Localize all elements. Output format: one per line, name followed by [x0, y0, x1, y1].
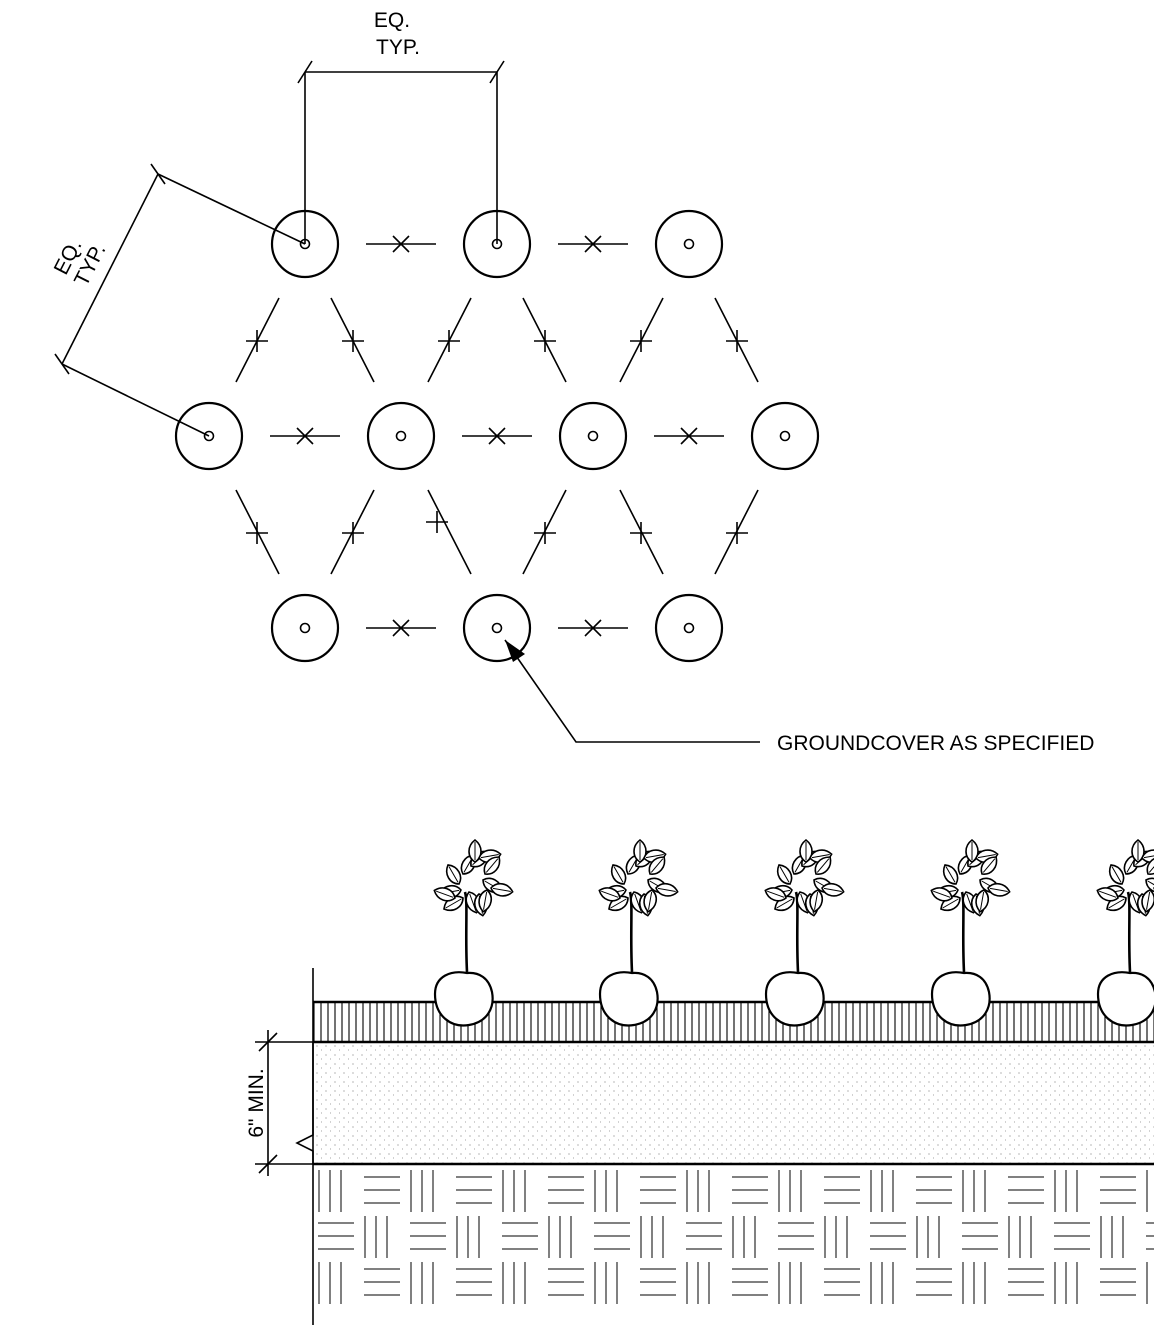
spacing-mark — [426, 489, 472, 575]
spacing-mark — [366, 619, 436, 637]
spacing-mark — [235, 489, 280, 575]
section-plant — [1095, 840, 1154, 1027]
leader-arrowhead — [505, 640, 525, 662]
break-line — [295, 1042, 314, 1164]
spacing-mark — [330, 489, 375, 575]
spacing-mark — [619, 489, 664, 575]
depth-dimension — [255, 1030, 313, 1176]
plant-symbol — [366, 401, 436, 471]
plant-symbol — [654, 209, 724, 279]
plant-symbol — [174, 401, 244, 471]
top-spacing-label-line1: EQ. — [374, 9, 410, 32]
diagonal-spacing-marks-upper — [235, 297, 759, 383]
spacing-mark — [714, 489, 759, 575]
planting-soil-layer — [313, 1042, 1154, 1164]
plan-view: EQ. TYP. EQ. TYP. — [50, 9, 1095, 755]
spacing-mark — [522, 489, 567, 575]
callout-leader — [504, 639, 760, 743]
spacing-mark — [462, 427, 532, 445]
subgrade-layer — [313, 1166, 1154, 1304]
spacing-mark — [558, 619, 628, 637]
plant-symbols — [174, 209, 820, 663]
plant-symbol — [270, 209, 340, 279]
section-plant — [929, 840, 1010, 1027]
section-plant — [432, 840, 513, 1027]
section-plant — [763, 840, 844, 1027]
plant-symbol — [654, 593, 724, 663]
diagonal-spacing-dimension — [54, 163, 306, 437]
spacing-mark — [522, 297, 567, 383]
depth-label: 6" MIN. — [245, 1068, 268, 1137]
plant-symbol — [750, 401, 820, 471]
spacing-mark — [654, 427, 724, 445]
diagonal-spacing-marks-lower — [235, 489, 759, 575]
plant-symbol — [462, 593, 532, 663]
top-spacing-dimension — [297, 60, 505, 244]
spacing-mark — [235, 297, 280, 383]
plant-symbol — [462, 209, 532, 279]
top-spacing-label-line2: TYP. — [376, 36, 420, 59]
section-view: 6" MIN. — [245, 840, 1154, 1325]
spacing-mark — [366, 235, 436, 253]
spacing-mark — [270, 427, 340, 445]
section-plant — [597, 840, 678, 1027]
spacing-mark — [619, 297, 664, 383]
spacing-mark — [427, 297, 472, 383]
horizontal-spacing-marks — [270, 235, 724, 637]
spacing-mark — [714, 297, 759, 383]
spacing-mark — [558, 235, 628, 253]
plant-symbol — [558, 401, 628, 471]
groundcover-callout: GROUNDCOVER AS SPECIFIED — [777, 732, 1094, 755]
plant-symbol — [270, 593, 340, 663]
spacing-mark — [330, 297, 375, 383]
